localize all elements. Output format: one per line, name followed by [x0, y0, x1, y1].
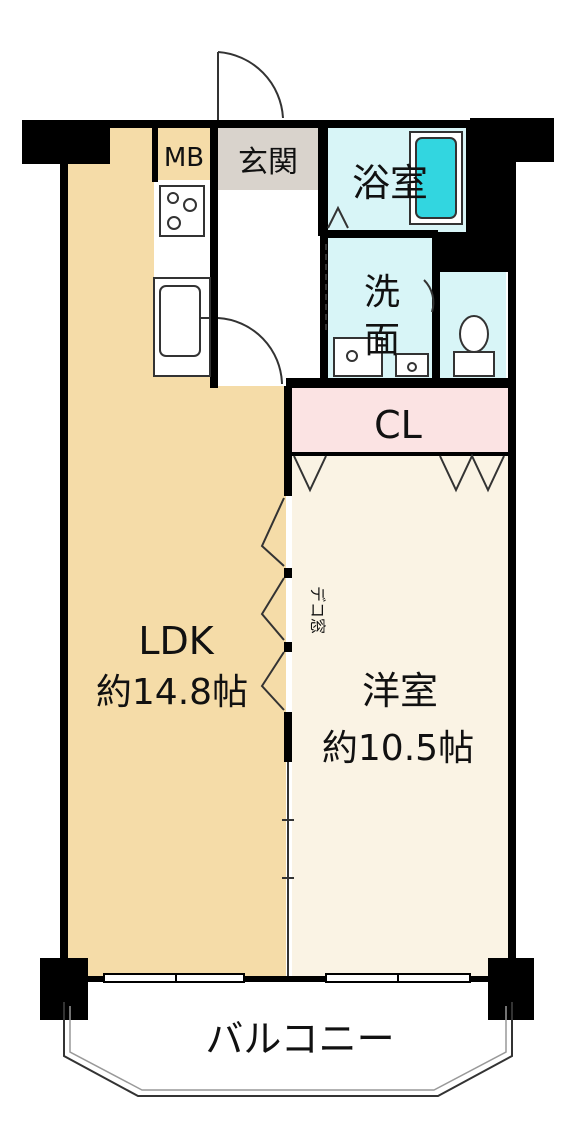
mb-wall-right: [210, 126, 218, 388]
toilet-icon: [453, 315, 495, 377]
ldk-window: [103, 973, 245, 983]
service-bottom-wall: [286, 378, 510, 388]
partition-wall-mid: [284, 568, 292, 578]
bath-label: 浴室: [352, 161, 428, 205]
closet-label: CL: [374, 403, 422, 447]
partition-wall-top: [284, 386, 292, 496]
balcony-outline: [63, 1002, 513, 1097]
mb-wall-left: [152, 126, 158, 182]
toilet-top-wall: [432, 232, 512, 272]
washroom-door: [423, 279, 435, 313]
western-room-label: 洋室: [362, 669, 438, 713]
closet-bottom-wall: [292, 452, 508, 456]
meter-box-label: MB: [164, 143, 204, 173]
bath-door: [327, 205, 349, 229]
western-room-size-label: 約10.5帖: [322, 728, 474, 769]
closet-door-left: [293, 455, 327, 493]
washer-pan-icon: [395, 353, 429, 377]
right-wall: [508, 160, 516, 982]
washbasin-icon: [333, 337, 383, 377]
hall-door: [217, 317, 283, 385]
deco-window-label: デコ窓: [308, 586, 327, 634]
tub-icon: [409, 131, 463, 225]
bottom-wall: [60, 976, 516, 982]
ldk-label: LDK: [138, 619, 214, 663]
entrance-wall-right: [318, 126, 328, 236]
entrance-label: 玄関: [238, 145, 298, 180]
wash-left-wall: [320, 236, 328, 386]
top-wall: [62, 120, 532, 128]
hallway-area: [218, 190, 322, 386]
bath-right-wall: [466, 126, 508, 234]
closet-door-right: [439, 453, 505, 493]
partition-wall-mid2: [284, 642, 292, 652]
washroom-label-2: 面: [364, 320, 400, 361]
balcony-label: バルコニー: [205, 1017, 394, 1061]
front-door: [217, 51, 284, 122]
wash-toilet-wall: [432, 238, 440, 378]
ldk-size-label: 約14.8帖: [96, 672, 248, 713]
entrance-area: [218, 128, 318, 190]
folding-door-2: [260, 577, 285, 641]
closet-area: [292, 388, 508, 452]
left-wall: [60, 120, 68, 982]
sink-icon: [153, 277, 211, 377]
washroom-label-1: 洗: [364, 272, 400, 313]
stove-icon: [159, 185, 205, 237]
western-room-area: [292, 455, 508, 976]
folding-door-1: [260, 497, 285, 567]
bath-divider: [328, 230, 438, 238]
folding-door-3: [260, 651, 285, 711]
partition-wall-low: [284, 712, 292, 762]
